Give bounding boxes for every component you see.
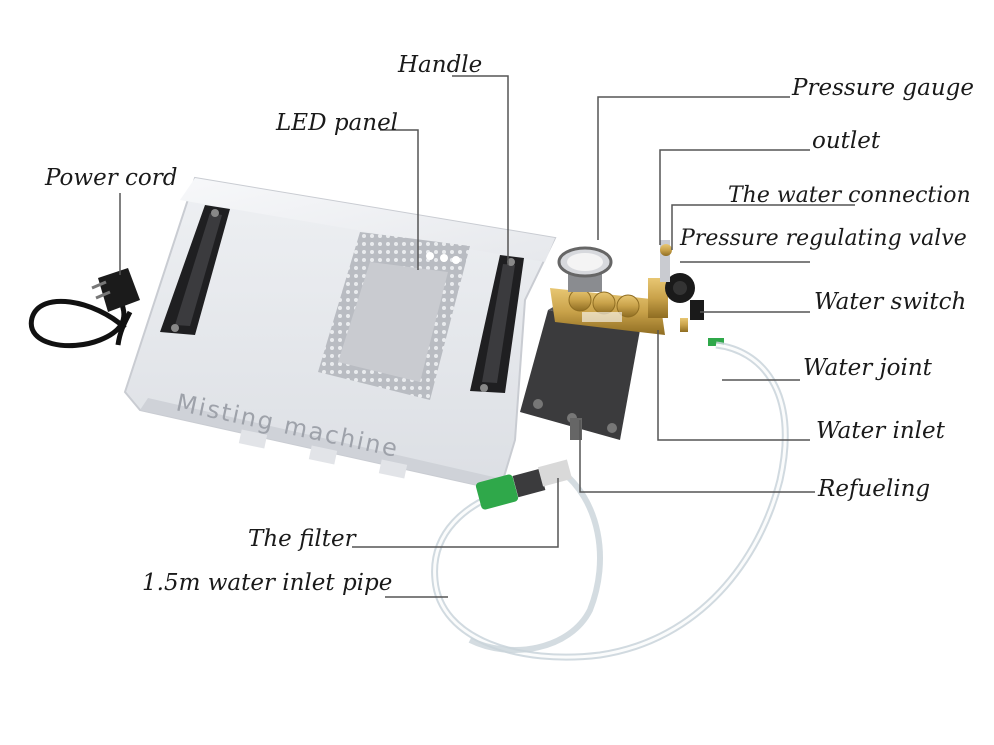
leader-water-inlet bbox=[657, 330, 810, 441]
regulating-valve-icon bbox=[648, 273, 695, 318]
label-water-joint: Water joint bbox=[803, 355, 932, 381]
handle-right bbox=[470, 255, 524, 393]
leader-pressure-gauge bbox=[597, 96, 790, 240]
label-inlet-pipe: 1.5m water inlet pipe bbox=[142, 570, 393, 596]
label-led-panel: LED panel bbox=[276, 110, 399, 136]
body-vent bbox=[378, 459, 408, 479]
plug-icon bbox=[98, 268, 140, 312]
hoses bbox=[431, 341, 789, 661]
pump-base bbox=[570, 418, 582, 440]
label-outlet: outlet bbox=[812, 128, 881, 154]
leader-outlet bbox=[659, 149, 810, 245]
pump-assembly bbox=[520, 240, 724, 440]
label-pressure-gauge: Pressure gauge bbox=[792, 75, 975, 101]
leader-water-connection bbox=[671, 204, 855, 250]
label-water-inlet: Water inlet bbox=[816, 418, 945, 444]
label-handle: Handle bbox=[398, 52, 483, 78]
pressure-gauge-icon bbox=[557, 246, 613, 292]
label-pressure-regulating-valve: Pressure regulating valve bbox=[680, 226, 967, 251]
power-cord bbox=[28, 268, 140, 349]
body-vent bbox=[238, 429, 268, 449]
label-filter: The filter bbox=[248, 526, 356, 552]
outlet-icon bbox=[660, 240, 670, 282]
label-water-switch: Water switch bbox=[814, 289, 967, 315]
water-switch-icon bbox=[690, 300, 704, 320]
water-joint-icon bbox=[708, 338, 724, 346]
body-vent bbox=[308, 445, 338, 465]
label-water-connection: The water connection bbox=[728, 183, 971, 208]
leader-filter bbox=[352, 478, 559, 548]
filter-icon bbox=[475, 459, 573, 510]
leader-refueling bbox=[579, 420, 815, 493]
leader-lines bbox=[119, 75, 855, 598]
label-power-cord: Power cord bbox=[45, 165, 178, 191]
leader-handle bbox=[452, 75, 509, 265]
handle-left bbox=[160, 205, 230, 335]
led-panel bbox=[318, 232, 470, 400]
label-refueling: Refueling bbox=[818, 476, 931, 502]
leader-led-panel bbox=[380, 129, 419, 270]
